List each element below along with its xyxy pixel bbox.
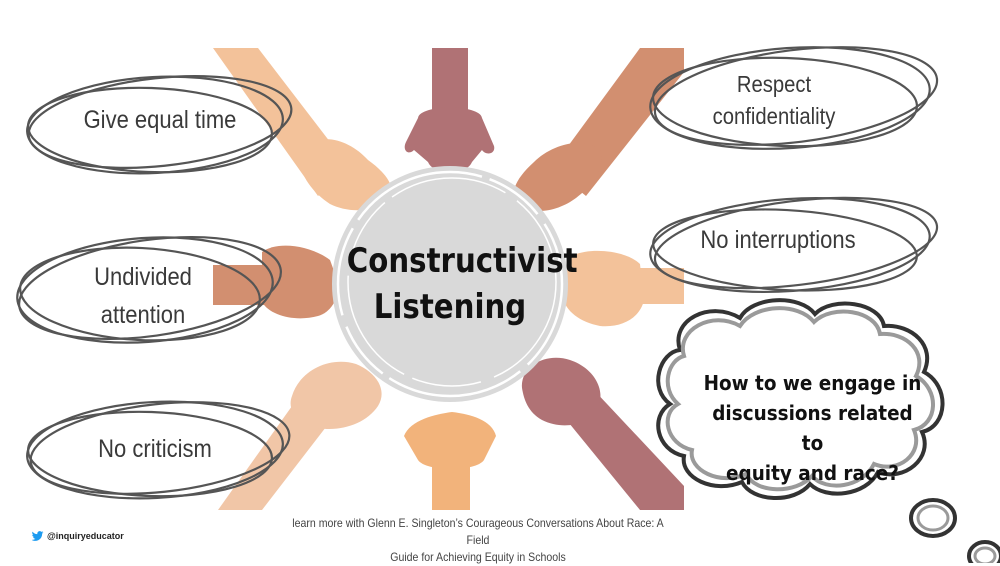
title-line1: Constructivist [346, 241, 578, 281]
norm-respect-line1: Respect [736, 71, 812, 97]
norm-no-criticism-text: No criticism [98, 435, 212, 463]
norm-give-equal-time: Give equal time [72, 104, 248, 136]
norm-no-interruptions-text: No interruptions [700, 226, 856, 254]
scribble-oval-respect-confidentiality [649, 46, 939, 150]
hand-left [213, 245, 339, 319]
norm-undivided-line2: attention [100, 301, 186, 329]
hand-top-left [213, 48, 392, 211]
norm-no-interruptions: No interruptions [672, 224, 883, 256]
hand-top [404, 48, 495, 173]
question-line3: equity and race? [726, 461, 899, 485]
scribble-oval-give-equal-time [26, 75, 293, 175]
citation-line1: learn more with Glenn E. Singleton’s Cou… [292, 516, 664, 547]
hand-bottom-right [521, 357, 684, 510]
thought-question: How to we engage in discussions related … [700, 368, 925, 488]
center-circle [332, 166, 568, 402]
hand-top-right [513, 48, 684, 212]
hand-bottom [404, 412, 496, 510]
question-line2: discussions related to [712, 401, 913, 455]
scribble-oval-undivided-attention [16, 235, 282, 344]
norm-give-equal-time-text: Give equal time [83, 106, 237, 134]
twitter-bird-icon [32, 531, 44, 541]
hand-bottom-left [218, 361, 382, 510]
norm-no-criticism: No criticism [67, 433, 243, 465]
title-line2: Listening [373, 287, 527, 327]
scribble-oval-no-criticism [26, 400, 291, 500]
source-citation: learn more with Glenn E. Singleton’s Cou… [284, 515, 671, 566]
scribble-oval-no-interruptions [649, 196, 939, 294]
thought-cloud [656, 298, 1000, 563]
page-title: Constructivist Listening [346, 238, 578, 330]
social-handle-text: @inquiryeducator [47, 531, 124, 541]
question-line1: How to we engage in [703, 371, 922, 395]
norm-undivided-attention: Undivided attention [55, 258, 231, 334]
norm-undivided-line1: Undivided [94, 263, 192, 291]
norm-respect-line2: confidentiality [712, 103, 836, 129]
social-handle: @inquiryeducator [32, 531, 124, 541]
citation-line2: Guide for Achieving Equity in Schools [390, 550, 566, 564]
hand-right [562, 250, 684, 327]
norm-respect-confidentiality: Respect confidentiality [686, 68, 862, 132]
